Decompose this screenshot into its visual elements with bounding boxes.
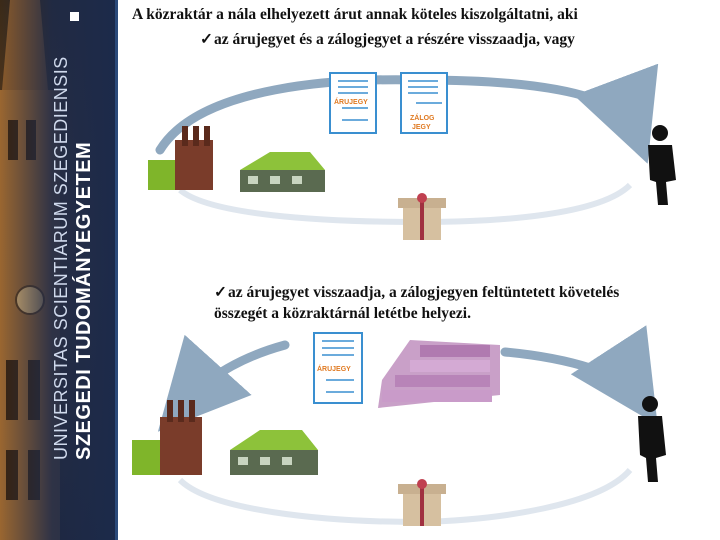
arujegy-document: ÁRUJEGY — [330, 73, 376, 133]
zalogjegy-label-1: ZÁLOG — [410, 113, 435, 122]
bottom-scene: ÁRUJEGY — [132, 333, 666, 526]
top-scene: ÁRUJEGY ZÁLOG JEGY — [148, 73, 676, 240]
zalogjegy-label-2: JEGY — [412, 124, 431, 131]
return-arrow-bottom-left — [182, 345, 285, 405]
university-latin-name: UNIVERSITAS SCIENTIARUM SZEGEDIENSIS — [50, 60, 72, 460]
return-arrow-bottom-right — [505, 352, 638, 395]
sidebar-edge — [115, 0, 118, 540]
illustration: ÁRUJEGY ZÁLOG JEGY — [120, 0, 720, 540]
university-name: UNIVERSITAS SCIENTIARUM SZEGEDIENSIS SZE… — [50, 60, 110, 460]
package-icon — [398, 193, 446, 240]
return-arrow-top — [160, 80, 635, 150]
person-icon — [648, 125, 676, 205]
warehouse-icon — [132, 400, 318, 475]
arujegy-label: ÁRUJEGY — [334, 97, 368, 106]
package-icon — [398, 479, 446, 526]
sidebar-banner: UNIVERSITAS SCIENTIARUM SZEGEDIENSIS SZE… — [0, 0, 115, 540]
university-hungarian-name: SZEGEDI TUDOMÁNYEGYETEM — [72, 60, 96, 460]
arujegy-label: ÁRUJEGY — [317, 364, 351, 373]
money-icon — [378, 340, 500, 408]
zalogjegy-document: ZÁLOG JEGY — [401, 73, 447, 133]
arujegy-document: ÁRUJEGY — [314, 333, 362, 403]
person-icon — [638, 396, 666, 482]
